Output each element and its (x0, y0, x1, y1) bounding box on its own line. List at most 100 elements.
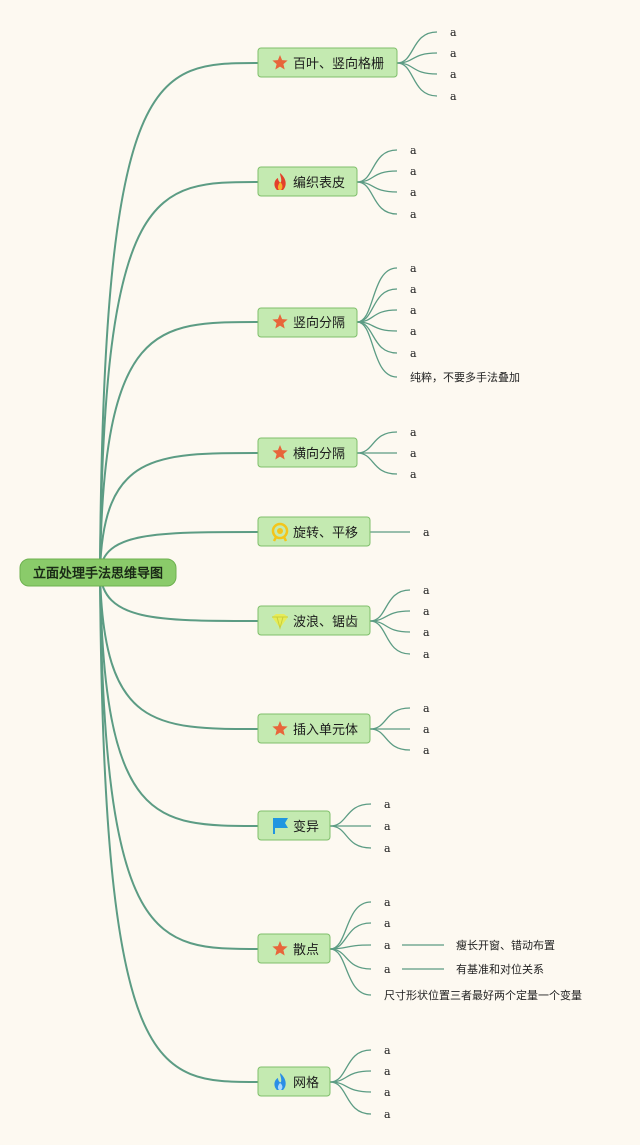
star-icon (272, 721, 288, 736)
branch-to-leaf-edge (396, 62, 438, 97)
branch-to-leaf-edge (329, 948, 372, 970)
star-icon (272, 445, 288, 460)
branch-node[interactable]: 散点 (257, 933, 331, 964)
root-to-branch-edge (99, 321, 259, 573)
root-node[interactable]: 立面处理手法思维导图 (19, 558, 177, 587)
leaf-item: a (450, 90, 457, 103)
branch-to-leaf-edge (356, 321, 398, 354)
leaf-item: a (423, 723, 430, 736)
leaf-item: a (384, 1065, 391, 1078)
root-to-branch-edge (99, 571, 259, 730)
branch-to-leaf-edge (369, 620, 411, 655)
leaf-item: a (410, 283, 417, 296)
branch-node[interactable]: 横向分隔 (257, 437, 358, 468)
branch-node[interactable]: 插入单元体 (257, 713, 371, 744)
root-to-branch-edge (99, 62, 259, 573)
leaf-item: a (423, 626, 430, 639)
branch-node-box (257, 437, 358, 468)
root-node-box (19, 558, 177, 587)
branch-node[interactable]: 竖向分隔 (257, 307, 358, 338)
leaf-item: a (450, 47, 457, 60)
leaf-item: a (410, 468, 417, 481)
branch-label: 横向分隔 (293, 446, 345, 462)
edge-layer (99, 31, 444, 1115)
leaf-item: a (423, 702, 430, 715)
leaf-item: a (384, 1108, 391, 1121)
sub-leaf-note: 有基准和对位关系 (456, 962, 544, 976)
leaf-item: a (450, 68, 457, 81)
leaf-note: 尺寸形状位置三者最好两个定量一个变量 (384, 988, 582, 1002)
branch-label: 百叶、竖向格栅 (293, 56, 384, 72)
branch-label: 网格 (293, 1075, 319, 1091)
branch-label: 变异 (293, 819, 319, 835)
leaf-item: a (384, 1044, 391, 1057)
root-label: 立面处理手法思维导图 (33, 566, 163, 582)
branch-node-box (257, 933, 331, 964)
branch-to-leaf-edge (356, 288, 398, 323)
branch-to-leaf-edge (356, 321, 398, 378)
badge-icon (271, 522, 289, 542)
leaf-item: a (410, 426, 417, 439)
branch-to-leaf-edge (329, 901, 372, 950)
branch-node[interactable]: 网格 (257, 1066, 331, 1097)
star-icon (272, 55, 288, 70)
branch-label: 散点 (293, 943, 319, 958)
leaf-note: 纯粹，不要多手法叠加 (410, 370, 520, 384)
star-icon (272, 314, 288, 329)
branch-to-leaf-edge (356, 181, 398, 215)
flame-blue-icon (274, 1073, 286, 1090)
leaf-item: a (410, 304, 417, 317)
branch-label: 插入单元体 (293, 723, 358, 738)
branch-to-leaf-edge (329, 803, 372, 827)
branch-to-leaf-edge (356, 452, 398, 475)
branch-to-leaf-edge (369, 728, 411, 751)
fire-icon (274, 173, 286, 190)
leaf-item: a (384, 896, 391, 909)
star-icon (272, 941, 288, 956)
branch-node-box (257, 307, 358, 338)
root-to-branch-edge (99, 571, 259, 827)
leaf-item: a (384, 820, 391, 833)
leaf-item: a (384, 798, 391, 811)
root-to-branch-edge (99, 571, 259, 622)
branch-label: 波浪、锯齿 (293, 615, 358, 630)
flag-icon (273, 818, 288, 834)
leaf-item: a (410, 165, 417, 178)
root-to-branch-edge (99, 571, 259, 1083)
leaf-item: a (410, 447, 417, 460)
diamond-icon (272, 614, 288, 630)
branch-label: 竖向分隔 (293, 315, 345, 331)
branch-to-leaf-edge (329, 948, 372, 996)
leaf-item: a (423, 584, 430, 597)
branch-to-leaf-edge (329, 825, 372, 849)
branch-node[interactable]: 旋转、平移 (257, 516, 371, 547)
branch-node-box (257, 605, 371, 636)
leaf-item: a (423, 744, 430, 757)
leaf-item: a (410, 262, 417, 275)
branch-node-box (257, 47, 398, 78)
branch-to-leaf-edge (369, 707, 411, 730)
branch-node[interactable]: 波浪、锯齿 (257, 605, 371, 636)
leaf-item: a (384, 1086, 391, 1099)
branch-to-leaf-edge (396, 31, 438, 64)
leaf-item: a (450, 26, 457, 39)
leaf-item: a (410, 144, 417, 157)
leaf-item: a (423, 526, 430, 539)
root-to-branch-edge (99, 452, 259, 573)
node-layer: 立面处理手法思维导图百叶、竖向格栅aaaa编织表皮aaaa竖向分隔aaaaa纯粹… (19, 26, 582, 1121)
branch-to-leaf-edge (369, 589, 411, 622)
branch-node[interactable]: 变异 (257, 810, 331, 841)
root-to-branch-edge (99, 181, 259, 573)
leaf-item: a (384, 842, 391, 855)
leaf-item: a (384, 963, 391, 976)
branch-node[interactable]: 百叶、竖向格栅 (257, 47, 398, 78)
leaf-item: a (410, 208, 417, 221)
leaf-item: a (410, 325, 417, 338)
branch-node[interactable]: 编织表皮 (257, 166, 358, 197)
leaf-item: a (423, 648, 430, 661)
leaf-item: a (384, 939, 391, 952)
leaf-item: a (410, 347, 417, 360)
leaf-item: a (384, 917, 391, 930)
branch-node-box (257, 713, 371, 744)
